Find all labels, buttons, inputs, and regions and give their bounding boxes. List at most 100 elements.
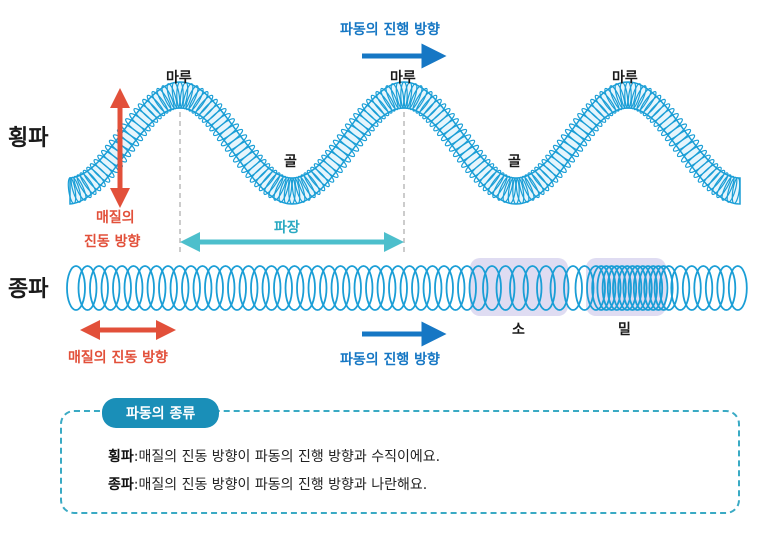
longitudinal-coil [66, 265, 86, 311]
transverse-coil [375, 91, 393, 114]
transverse-coil [156, 87, 172, 112]
transverse-coil [67, 177, 77, 205]
longitudinal-coil [627, 265, 648, 311]
transverse-medium-label-2: 진동 방향 [84, 233, 141, 250]
longitudinal-coil [648, 265, 669, 311]
longitudinal-coil [606, 265, 627, 311]
transverse-coil [303, 172, 321, 195]
transverse-coil [524, 174, 540, 199]
transverse-coil [726, 176, 738, 203]
transverse-coil [507, 177, 517, 205]
longitudinal-coil [495, 265, 516, 311]
longitudinal-coil [353, 265, 374, 311]
transverse-spring [67, 81, 741, 205]
transverse-medium-label-1: 매질의 [96, 209, 135, 226]
transverse-coil [716, 174, 732, 199]
longitudinal-coil [296, 265, 316, 311]
compression-label: 밀 [618, 322, 631, 338]
crest-label-1: 마루 [166, 70, 192, 86]
transverse-coil [731, 177, 741, 205]
summary-line-longitudinal: 종파:매질의 진동 방향이 파동의 진행 방향과 나란해요. [108, 474, 427, 494]
transverse-coil [191, 91, 209, 114]
longitudinal-coil [643, 265, 664, 311]
longitudinal-coil [509, 265, 529, 311]
summary-sep-2: : [133, 477, 139, 493]
longitudinal-coil [601, 265, 622, 311]
transverse-coil [258, 169, 278, 192]
transverse-coil [711, 172, 729, 195]
transverse-coil [249, 163, 271, 183]
transverse-coil [412, 87, 428, 112]
transverse-coil [166, 83, 178, 110]
transverse-coil [142, 98, 162, 120]
transverse-coil [512, 177, 520, 205]
transverse-coil [370, 94, 390, 117]
longitudinal-coil [622, 265, 643, 311]
rarefaction-region [470, 258, 568, 316]
longitudinal-coil [653, 265, 674, 311]
transverse-coil [721, 175, 735, 201]
transverse-coil [171, 81, 181, 109]
longitudinal-coil [522, 265, 543, 311]
longitudinal-coil [411, 265, 431, 311]
transverse-label: 횡파 [8, 126, 49, 151]
transverse-coil [366, 98, 386, 120]
transverse-coil [86, 166, 106, 188]
transverse-coil [585, 103, 607, 123]
longitudinal-propagation-label: 파동의 진행 방향 [340, 351, 440, 368]
transverse-coil [492, 174, 508, 199]
transverse-coil [70, 176, 82, 203]
transverse-coil [518, 176, 530, 203]
longitudinal-coil [388, 265, 408, 311]
longitudinal-coil [617, 265, 638, 311]
longitudinal-coil [284, 265, 305, 311]
longitudinal-coil [727, 265, 748, 311]
transverse-coil [521, 175, 535, 201]
longitudinal-coil [158, 265, 178, 311]
transverse-coil [633, 85, 647, 111]
transverse-coil [254, 166, 274, 188]
transverse-coil [609, 85, 623, 111]
longitudinal-coil [238, 265, 259, 311]
transverse-coil [487, 172, 505, 195]
transverse-coil [497, 175, 511, 201]
longitudinal-coil [632, 265, 653, 311]
crest-label-3: 마루 [612, 70, 638, 86]
transverse-coil [630, 83, 642, 110]
longitudinal-coil [342, 265, 362, 311]
longitudinal-coil [574, 265, 595, 311]
summary-text-longitudinal: 매질의 진동 방향이 파동의 진행 방향과 나란해요. [138, 477, 428, 493]
longitudinal-coil [192, 265, 213, 311]
transverse-coil [161, 85, 175, 111]
transverse-coil [636, 87, 652, 112]
transverse-coil [76, 174, 92, 199]
transverse-coil [288, 177, 296, 205]
transverse-coil [278, 176, 290, 203]
transverse-coil [418, 94, 438, 117]
transverse-coil [702, 166, 722, 188]
transverse-coil [624, 81, 632, 109]
longitudinal-coil [181, 265, 201, 311]
transverse-coil [627, 81, 637, 109]
longitudinal-label: 종파 [8, 277, 49, 302]
longitudinal-coil [536, 265, 556, 311]
longitudinal-coil [399, 265, 420, 311]
transverse-coil [395, 81, 405, 109]
transverse-coil [590, 98, 610, 120]
trough-label-1: 골 [284, 154, 297, 170]
longitudinal-coil [704, 265, 725, 311]
longitudinal-coil [457, 265, 477, 311]
longitudinal-coil [123, 265, 144, 311]
transverse-coil [473, 163, 495, 183]
transverse-coil [137, 103, 159, 123]
transverse-coil [263, 172, 281, 195]
summary-term-longitudinal: 종파 [108, 477, 134, 493]
longitudinal-coil [549, 265, 570, 311]
transverse-coil [291, 177, 301, 205]
transverse-coil [194, 94, 214, 117]
longitudinal-coil [135, 265, 155, 311]
longitudinal-coil [670, 265, 691, 311]
transverse-coil [604, 87, 620, 112]
longitudinal-coil [681, 265, 702, 311]
transverse-coil [415, 91, 433, 114]
